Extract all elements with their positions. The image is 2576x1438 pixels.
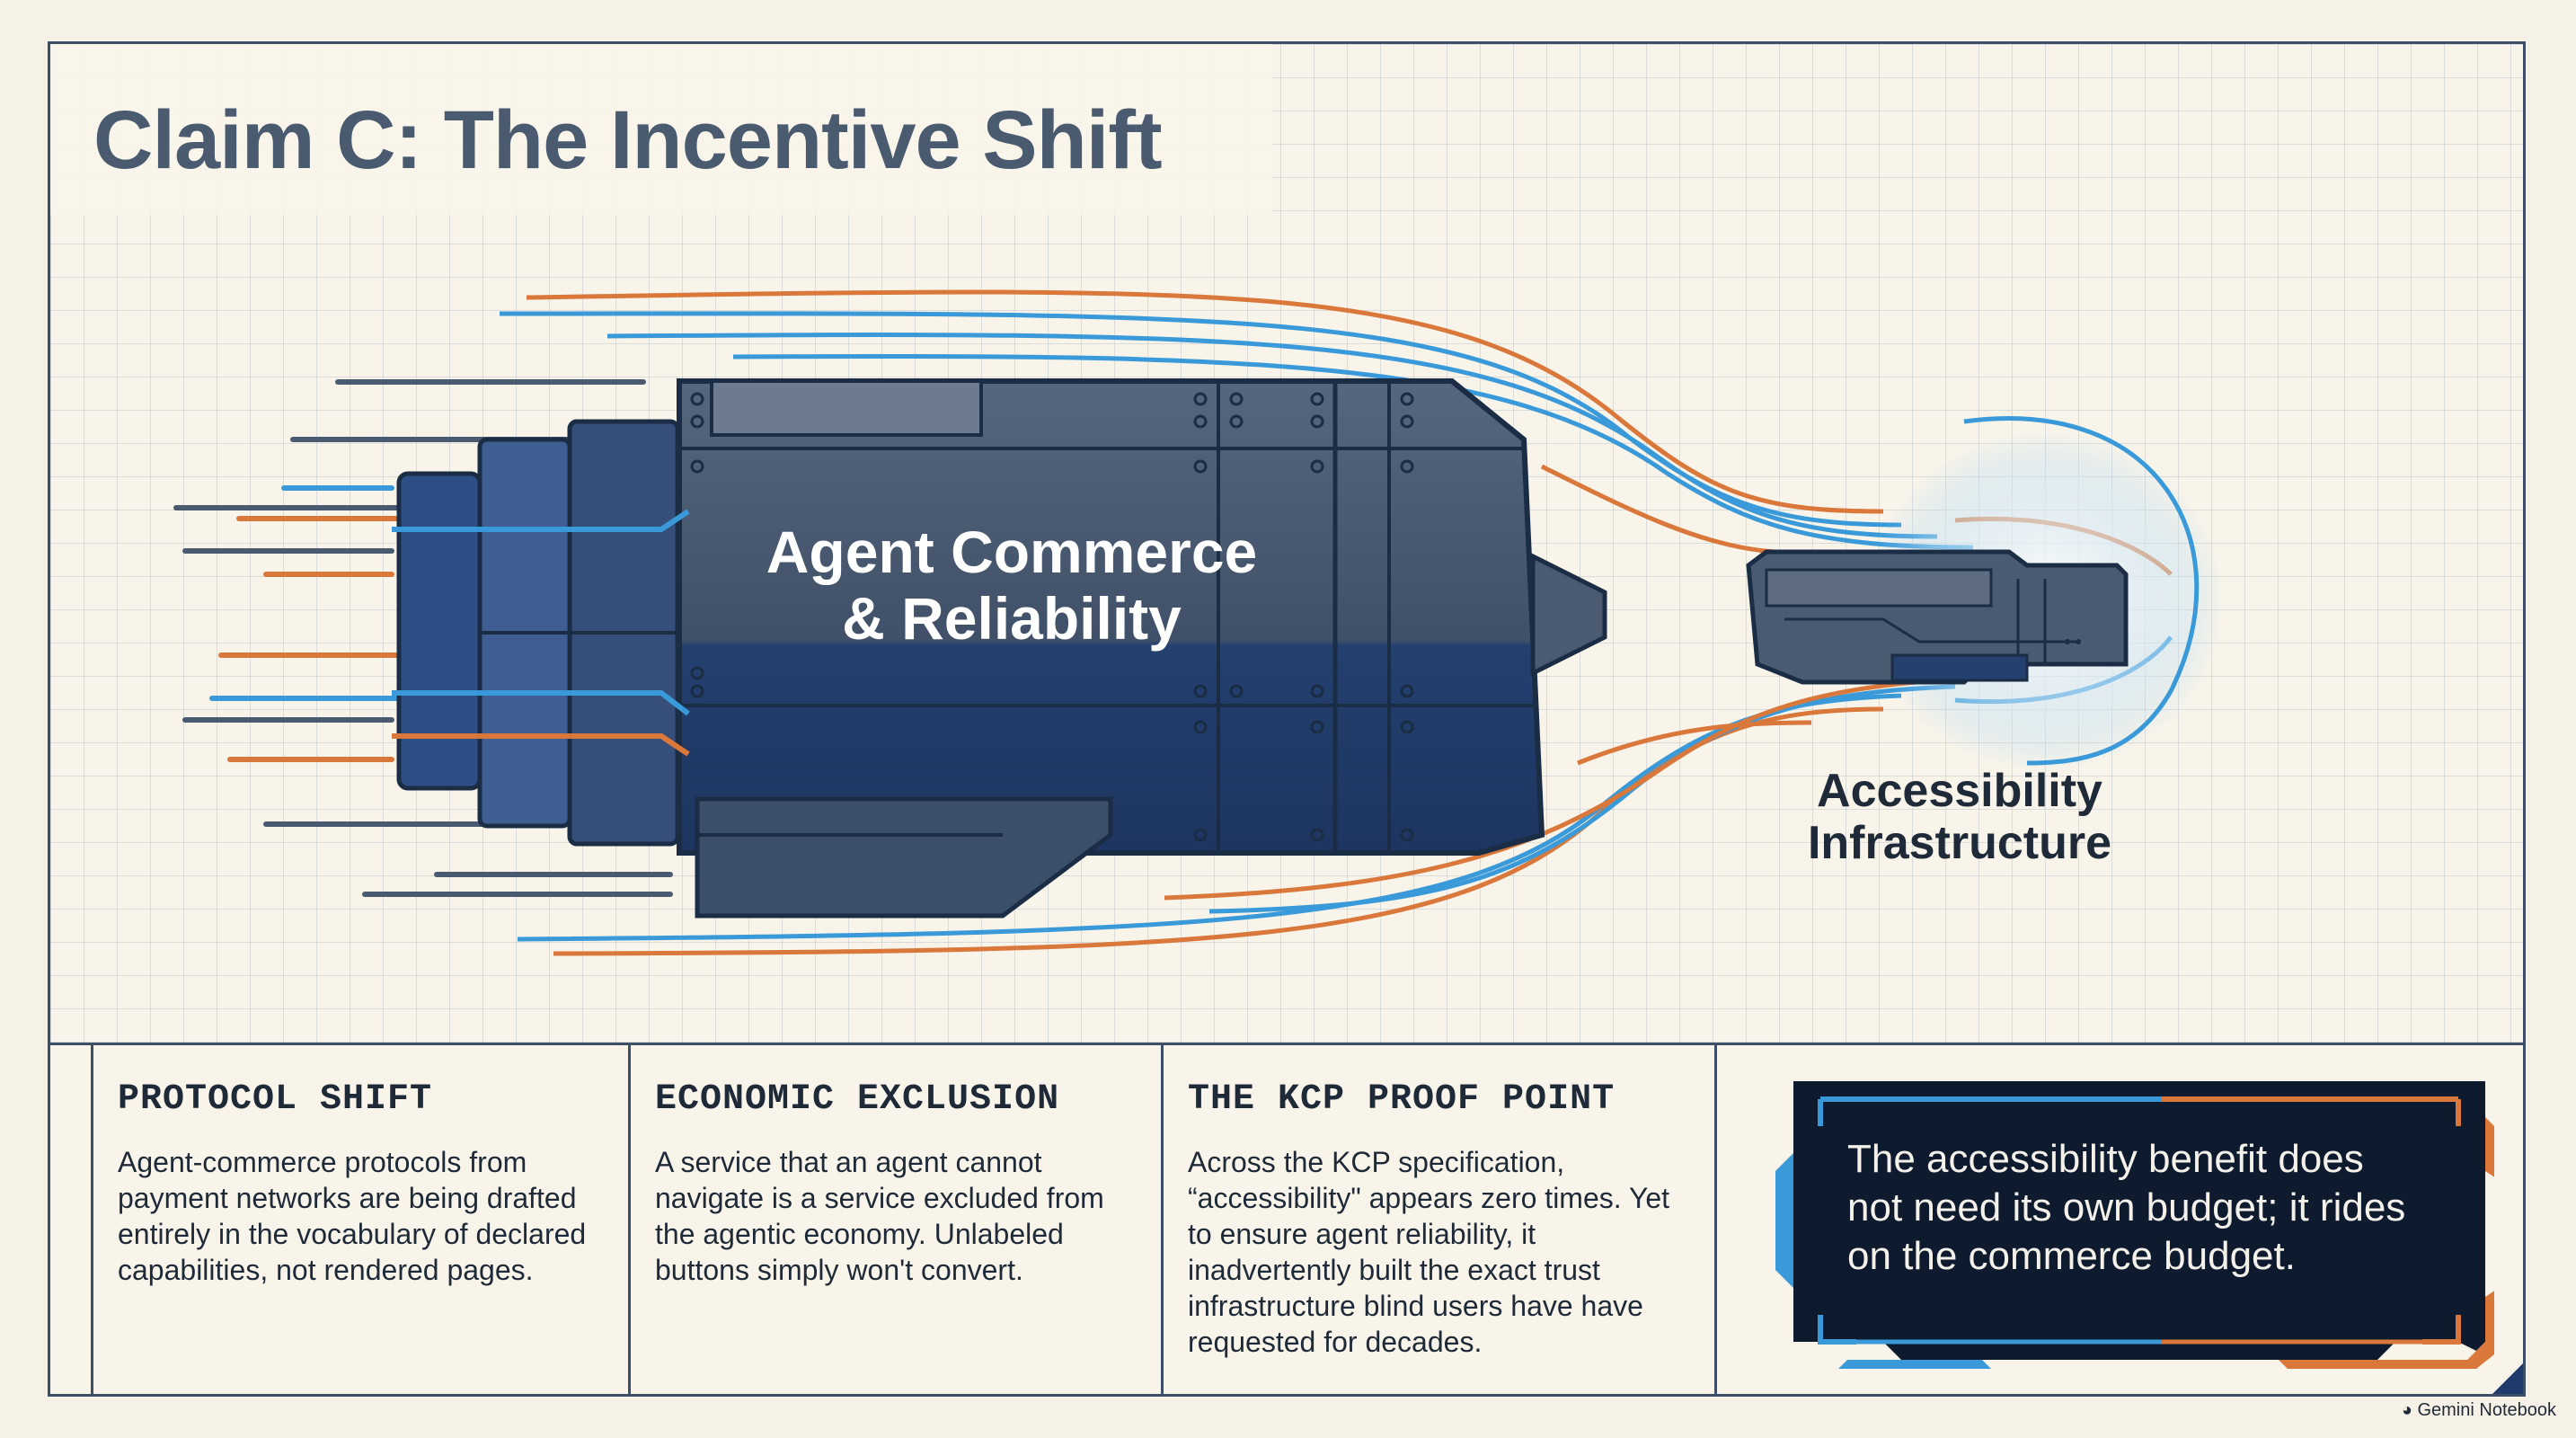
shield-arc bbox=[1963, 416, 2200, 766]
title-panel: Claim C: The Incentive Shift bbox=[50, 44, 1272, 215]
column-protocol-shift: PROTOCOL SHIFT Agent-commerce protocols … bbox=[91, 1045, 628, 1394]
corner-notch bbox=[2492, 1363, 2523, 1394]
notebook-icon: ◕ bbox=[2401, 1400, 2412, 1420]
column-heading: ECONOMIC EXCLUSION bbox=[655, 1079, 1060, 1120]
column-heading: PROTOCOL SHIFT bbox=[118, 1079, 433, 1120]
main-engine-label: Agent Commerce bbox=[766, 519, 1257, 585]
column-body: Agent-commerce protocols from payment ne… bbox=[118, 1146, 587, 1286]
callout-frame bbox=[1775, 1081, 2494, 1369]
watermark-text: Gemini Notebook bbox=[2417, 1400, 2556, 1420]
column-kcp-proof-point: THE KCP PROOF POINT Across the KCP speci… bbox=[1161, 1045, 1763, 1394]
diagram-illustration: Agent Commerce & Reliability Accessibili… bbox=[173, 289, 2225, 956]
accessibility-label-2: Infrastructure bbox=[1808, 817, 2111, 869]
main-engine-label-2: & Reliability bbox=[842, 585, 1182, 652]
column-economic-exclusion: ECONOMIC EXCLUSION A service that an age… bbox=[628, 1045, 1161, 1394]
page-title: Claim C: The Incentive Shift bbox=[93, 94, 1163, 186]
column-body: Across the KCP specification, “accessibi… bbox=[1188, 1146, 1670, 1358]
accessibility-label: Accessibility bbox=[1817, 765, 2102, 817]
column-divider bbox=[91, 1045, 93, 1394]
column-body: A service that an agent cannot navigate … bbox=[655, 1146, 1104, 1286]
speed-lines bbox=[173, 379, 673, 897]
callout-box: The accessibility benefit does not need … bbox=[1766, 1072, 2494, 1373]
accessibility-craft bbox=[1746, 549, 2129, 685]
main-engine bbox=[396, 378, 1607, 919]
column-divider bbox=[1714, 1045, 1717, 1394]
diagram-frame: Agent Commerce & Reliability Accessibili… bbox=[48, 41, 2526, 1397]
column-divider bbox=[1161, 1045, 1164, 1394]
info-panel: PROTOCOL SHIFT Agent-commerce protocols … bbox=[50, 1043, 2523, 1394]
column-heading: THE KCP PROOF POINT bbox=[1188, 1079, 1616, 1120]
callout-text: The accessibility benefit does not need … bbox=[1847, 1137, 2406, 1278]
column-divider bbox=[628, 1045, 631, 1394]
watermark: ◕ Gemini Notebook bbox=[2402, 1400, 2556, 1421]
